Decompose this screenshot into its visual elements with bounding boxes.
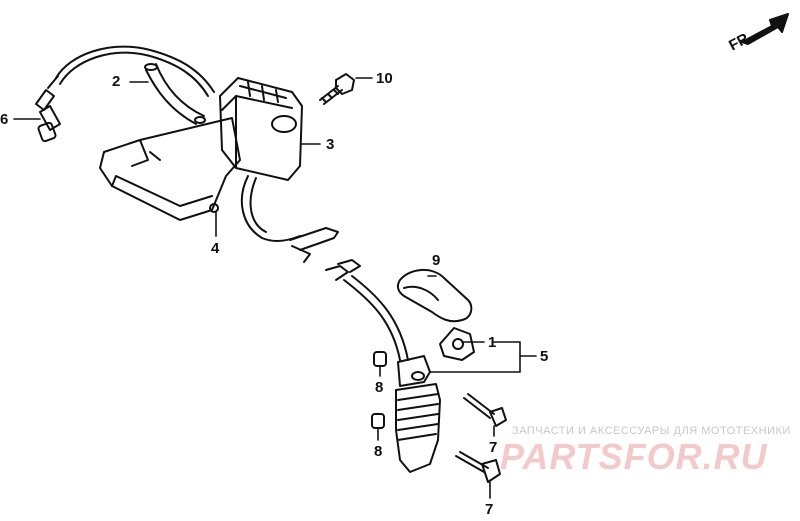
spark-plug-cap-part-6 (35, 75, 61, 143)
callout-5: 5 (540, 348, 548, 365)
callout-8-lower: 8 (374, 443, 382, 460)
callout-7-lower: 7 (485, 501, 493, 518)
callout-3: 3 (326, 136, 334, 153)
pulser-generator-part-5 (395, 355, 441, 473)
watermark-logo: PARTSFOR.RU (500, 436, 768, 477)
leader-lines (13, 77, 537, 499)
pulser-bolt-part-7-lower (455, 451, 501, 483)
callout-1: 1 (488, 334, 496, 351)
high-tension-cord (55, 45, 215, 97)
callout-2: 2 (112, 73, 120, 90)
collar-part-8-upper (373, 351, 387, 367)
callout-7-upper: 7 (489, 439, 497, 456)
front-direction-arrow (741, 13, 789, 45)
callout-8-upper: 8 (375, 379, 383, 396)
callout-6: 6 (0, 111, 8, 128)
front-arrow-label: FR. (726, 28, 755, 54)
callout-4: 4 (211, 240, 220, 257)
collar-part-8-lower (371, 413, 385, 429)
coil-bracket-part-4 (99, 117, 241, 221)
pulser-bolt-part-7-upper (463, 393, 507, 427)
rubber-boot-part-9 (396, 269, 473, 323)
tube-part-2 (144, 63, 206, 125)
pulser-wire-harness (325, 259, 409, 361)
cord-clamp-part-1 (439, 327, 475, 361)
coil-bolt-part-10 (319, 73, 355, 105)
ignition-coil-part-3 (219, 77, 303, 181)
coil-wire-harness (240, 175, 339, 263)
watermark-subtitle: ЗАПЧАСТИ И АКСЕССУАРЫ ДЛЯ МОТОТЕХНИКИ (512, 425, 791, 437)
callout-10: 10 (376, 70, 393, 87)
callout-9: 9 (432, 252, 440, 269)
